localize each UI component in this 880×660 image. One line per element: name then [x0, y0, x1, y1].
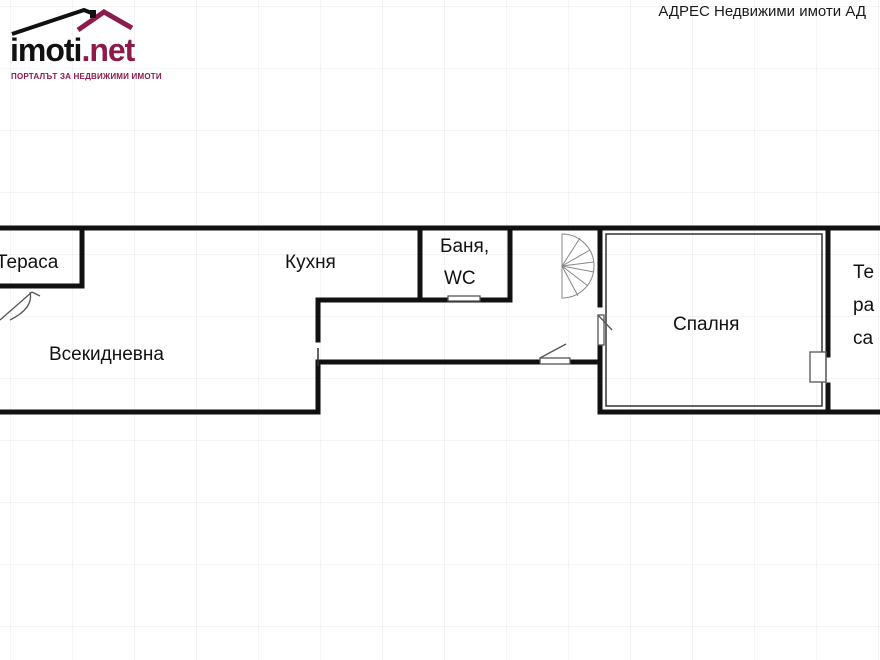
room-label-terrace-right-1: Те — [853, 262, 874, 283]
bedroom-inner-outline — [605, 233, 823, 407]
doors — [0, 291, 827, 384]
terrace-wall — [0, 225, 85, 289]
logo-wordmark: imoti.net — [10, 32, 135, 68]
room-label-terrace-right-3: са — [853, 328, 874, 349]
imoti-logo[interactable]: imoti.net ПОРТАЛЪТ ЗА НЕДВИЖИМИ ИМОТИ — [8, 8, 168, 86]
logo-tagline: ПОРТАЛЪТ ЗА НЕДВИЖИМИ ИМОТИ — [11, 72, 162, 81]
room-label-living-room: Всекидневна — [49, 344, 164, 365]
agency-name: АДРЕС Недвижими имоти АД — [658, 3, 866, 20]
thin-lines — [317, 233, 823, 407]
room-label-bathroom-2: WC — [444, 268, 476, 289]
bathroom-door — [447, 295, 481, 302]
living-bottom-wall — [0, 359, 603, 415]
walls — [0, 225, 880, 415]
room-label-bedroom: Спалня — [673, 314, 739, 335]
logo-brand-tld: .net — [81, 32, 135, 68]
bedroom-bottom-wall — [597, 359, 880, 415]
logo-brand: imoti — [10, 32, 82, 68]
terrace-door — [0, 291, 41, 321]
corridor-door — [539, 343, 571, 365]
room-label-kitchen: Кухня — [285, 252, 336, 273]
spiral-staircase-icon — [561, 233, 595, 299]
kitchen-wall — [315, 225, 423, 343]
room-label-bathroom-1: Баня, — [440, 236, 489, 257]
right-terrace-door — [809, 351, 827, 384]
house-roof-icon — [11, 8, 134, 36]
bedroom-door — [597, 314, 613, 346]
room-label-terrace-left: Тераса — [0, 252, 59, 273]
room-label-terrace-right-2: ра — [853, 295, 875, 316]
